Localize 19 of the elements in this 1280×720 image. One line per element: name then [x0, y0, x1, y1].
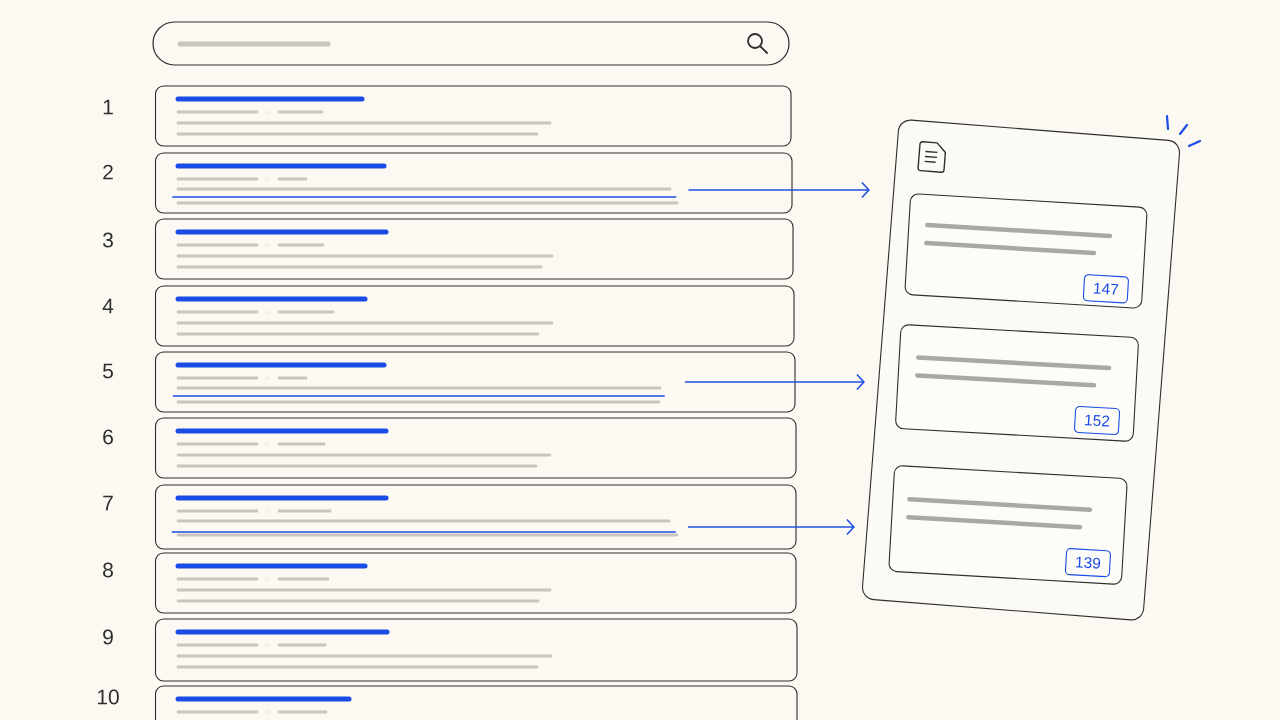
rank-number: 7 — [103, 495, 113, 511]
rank-number: 6 — [103, 429, 113, 445]
rank-number: 2 — [103, 164, 113, 180]
rank-number: 9 — [103, 629, 113, 645]
count-badge: 139 — [1064, 548, 1111, 578]
rank-number: 5 — [103, 363, 113, 379]
count-badge: 147 — [1082, 274, 1129, 304]
highlight-underline — [172, 395, 665, 397]
rank-number: 8 — [103, 562, 113, 578]
arrow — [687, 518, 855, 536]
highlight-underline — [172, 196, 677, 198]
arrow — [684, 373, 865, 391]
count-badge: 152 — [1074, 405, 1121, 436]
highlight-underline — [171, 531, 676, 533]
rank-number: 10 — [97, 689, 119, 705]
rank-number: 4 — [102, 298, 114, 314]
rank-number: 1 — [103, 99, 113, 115]
rank-number: 3 — [102, 232, 113, 248]
arrow — [687, 181, 870, 199]
